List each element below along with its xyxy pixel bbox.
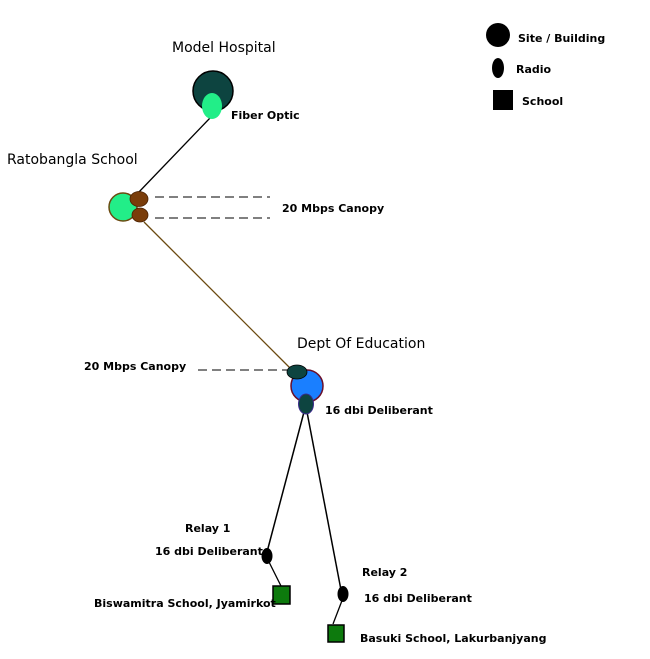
link-dept-relay1 xyxy=(266,411,305,553)
school-basuki[interactable] xyxy=(327,624,345,643)
link-label-fiber-optic: Fiber Optic xyxy=(231,109,300,122)
site-label-ratobangla-school: Ratobangla School xyxy=(7,152,138,168)
radio-deliberant-dept[interactable] xyxy=(298,393,314,415)
school-biswamitra[interactable] xyxy=(272,585,291,605)
radio-canopy-ratobangla-upper[interactable] xyxy=(129,191,149,207)
link-hospital-ratobangla xyxy=(137,117,211,194)
site-label-model-hospital: Model Hospital xyxy=(172,40,276,56)
school-label-basuki: Basuki School, Lakurbanjyang xyxy=(360,632,546,645)
radio-relay-2[interactable] xyxy=(337,586,349,602)
link-ratobangla-dept xyxy=(143,221,293,371)
site-label-dept-of-education: Dept Of Education xyxy=(297,336,425,352)
relay-radio-label-1: 16 dbi Deliberant xyxy=(155,545,263,558)
legend-label-radio: Radio xyxy=(516,63,552,76)
school-label-biswamitra: Biswamitra School, Jyamirkot xyxy=(94,597,276,610)
relay-radio-label-2: 16 dbi Deliberant xyxy=(364,592,472,605)
legend-site-icon xyxy=(486,23,510,47)
relay-label-2: Relay 2 xyxy=(362,566,407,579)
link-label-deliberant-dept: 16 dbi Deliberant xyxy=(325,404,433,417)
radio-relay-1[interactable] xyxy=(261,548,273,564)
link-label-canopy-ratobangla: 20 Mbps Canopy xyxy=(282,202,384,215)
legend-radio-icon xyxy=(492,58,504,78)
relay-label-1: Relay 1 xyxy=(185,522,230,535)
radio-fiber-hospital[interactable] xyxy=(202,93,222,119)
link-dept-relay2 xyxy=(306,411,342,591)
legend: Site / Building Radio School xyxy=(486,23,605,110)
legend-label-site: Site / Building xyxy=(518,32,605,45)
radio-canopy-dept[interactable] xyxy=(286,364,308,380)
link-relay1-school1 xyxy=(267,559,282,587)
link-relay2-school2 xyxy=(332,597,344,625)
link-label-canopy-dept: 20 Mbps Canopy xyxy=(84,360,186,373)
radio-canopy-ratobangla-lower[interactable] xyxy=(131,207,149,223)
legend-school-icon xyxy=(493,90,513,110)
legend-label-school: School xyxy=(522,95,563,108)
